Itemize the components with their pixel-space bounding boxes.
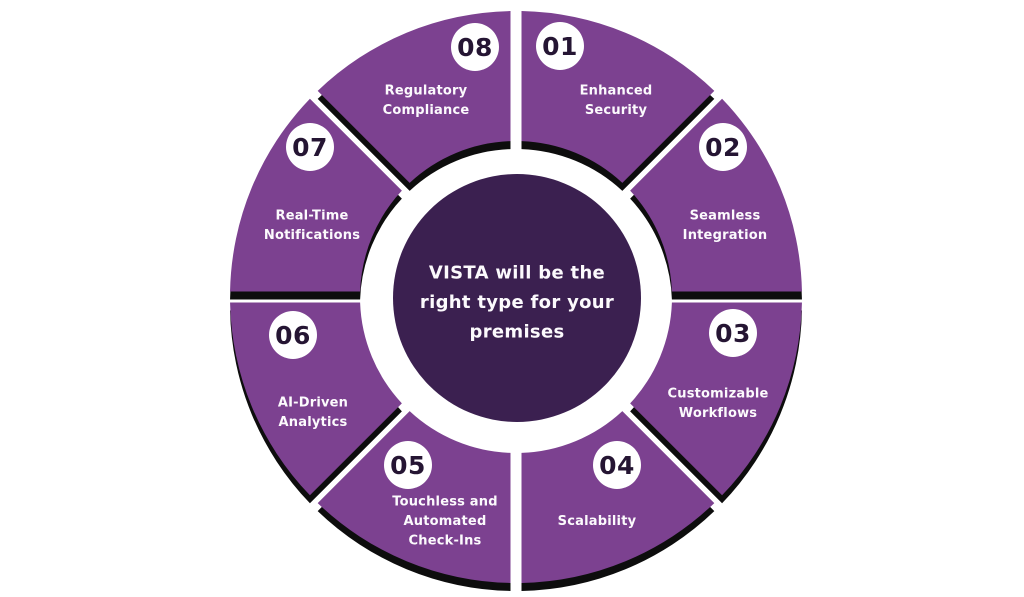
segment-02-label-line: Integration <box>683 228 768 243</box>
wheel-segment-03 <box>630 302 802 496</box>
segment-06-label-line: AI-Driven <box>278 395 348 410</box>
segment-07-label-line: Notifications <box>264 228 360 243</box>
segment-05-label-line: Automated <box>404 514 487 529</box>
segment-07-number: 07 <box>292 133 328 162</box>
center-text-line: premises <box>470 322 565 343</box>
segment-07-number-badge: 07 <box>286 123 334 171</box>
segment-03-label-line: Customizable <box>668 386 769 401</box>
segment-04-number: 04 <box>599 451 635 480</box>
wheel-segment-06 <box>230 302 402 496</box>
segment-05-label-line: Touchless and <box>392 495 498 510</box>
segment-01-number: 01 <box>542 32 578 61</box>
center-text-line: VISTA will be the <box>429 263 605 284</box>
wheel-segment-05 <box>317 411 511 583</box>
segment-02-number: 02 <box>705 133 741 162</box>
center-text: VISTA will be the right type for your prem… <box>420 263 614 343</box>
segment-01-label-line: Enhanced <box>580 83 653 98</box>
center-circle <box>393 174 641 422</box>
segment-05-badge-circle <box>384 441 432 489</box>
segment-01-label-line: Security <box>585 103 648 118</box>
segment-01-number-badge: 01 <box>536 22 584 70</box>
segment-07-badge-circle <box>286 123 334 171</box>
segment-02-badge-circle <box>699 123 747 171</box>
segment-01-badge-circle <box>536 22 584 70</box>
segment-04-label: Scalability <box>558 514 637 529</box>
segment-03-badge-circle <box>709 309 757 357</box>
segment-06-number-badge: 06 <box>269 311 317 359</box>
wheel-segment-02 <box>630 98 802 292</box>
wheel-segment-04 <box>521 411 715 583</box>
segment-08-badge-circle <box>451 23 499 71</box>
segment-03-number-badge: 03 <box>709 309 757 357</box>
segment-06-badge-circle <box>269 311 317 359</box>
segment-08-label-line: Regulatory <box>385 83 468 98</box>
segment-02-number-badge: 02 <box>699 123 747 171</box>
segment-04-badge-circle <box>593 441 641 489</box>
segment-04-label-line: Scalability <box>558 514 637 529</box>
segment-06-label-line: Analytics <box>279 415 348 430</box>
segment-04-number-badge: 04 <box>593 441 641 489</box>
segment-08-label-line: Compliance <box>383 103 470 118</box>
segment-03-label-line: Workflows <box>679 406 758 421</box>
wheel-segment-07 <box>230 98 402 292</box>
segment-05-number: 05 <box>390 451 426 480</box>
segment-08-number: 08 <box>457 33 493 62</box>
segment-03-number: 03 <box>715 319 751 348</box>
segment-07-label-line: Real-Time <box>275 208 348 223</box>
center-text-line: right type for your <box>420 292 614 313</box>
segment-06-number: 06 <box>275 321 311 350</box>
segment-02-label-line: Seamless <box>690 208 761 223</box>
segment-05-number-badge: 05 <box>384 441 432 489</box>
segment-08-number-badge: 08 <box>451 23 499 71</box>
segment-05-label-line: Check-Ins <box>409 534 482 549</box>
